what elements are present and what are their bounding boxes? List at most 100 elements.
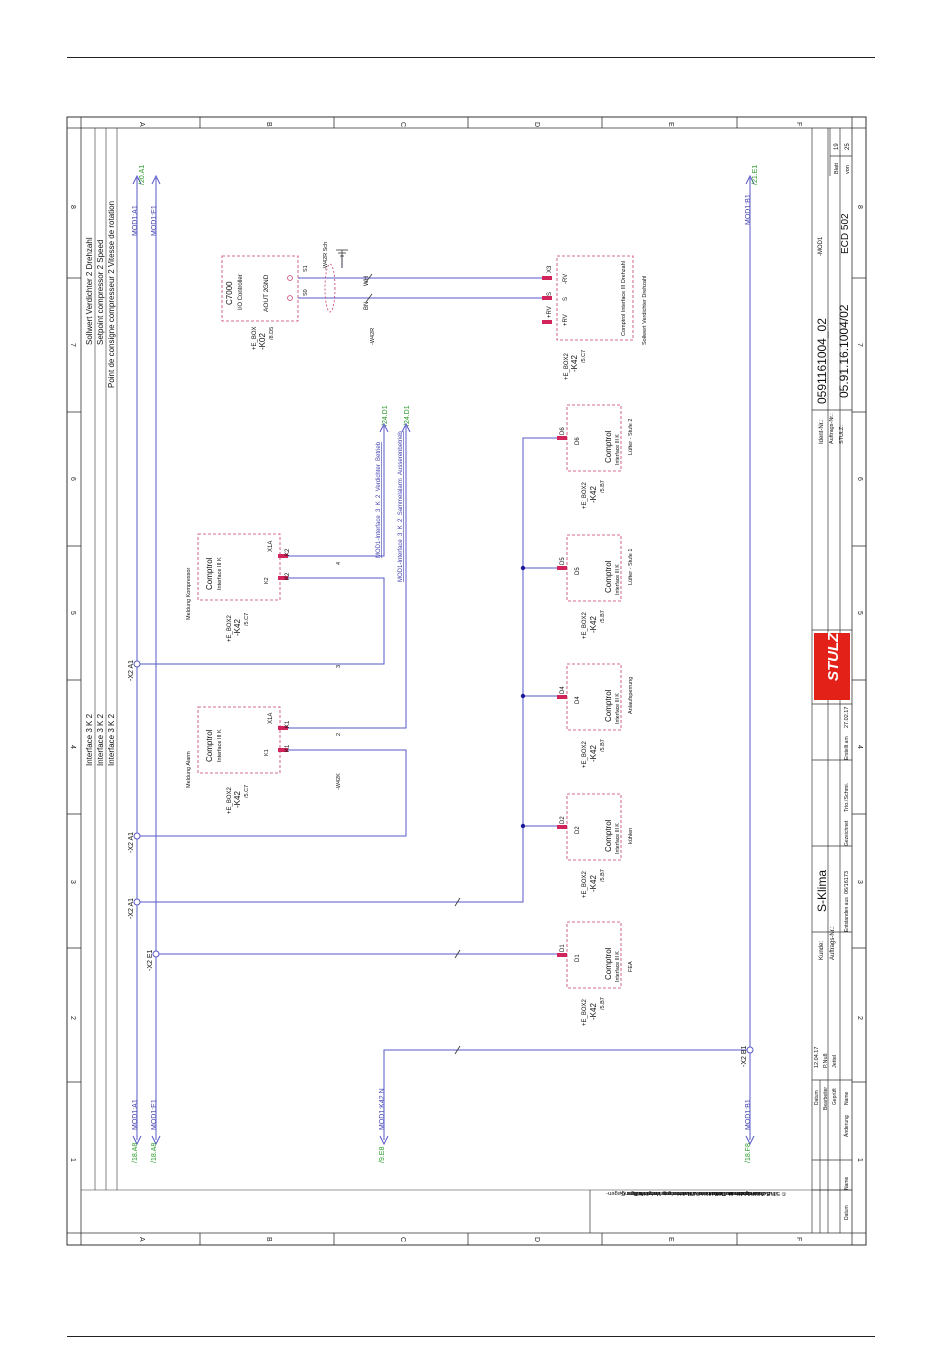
- stulz-logo: [814, 633, 850, 700]
- stulz-label: STULZ:: [839, 425, 845, 444]
- wire-mark-2: 2: [336, 733, 342, 736]
- row-number-3-right: 3: [856, 880, 863, 884]
- date-label: Datum: [814, 1090, 820, 1105]
- relay-wiring: [137, 426, 750, 1140]
- created-label: Erstellt am: [844, 736, 850, 760]
- terminal-circles[interactable]: [133, 660, 754, 1054]
- svg-text:Für dieses Dokument und den da: Für dieses Dokument und den darin darges…: [606, 1190, 754, 1196]
- row-number-5-left: 5: [69, 611, 76, 615]
- cable-w42r-label: -W42R: [370, 328, 376, 345]
- customer-name: S-Klima: [815, 870, 829, 912]
- setpoint-module-desc: Sollwert Verdichter Drehzahl: [642, 276, 648, 345]
- interface-text-3: Interface 3 K 2: [107, 713, 116, 766]
- editor-value: P.Nu8: [823, 1053, 829, 1068]
- ref-top-a1-label: MOD1:A1: [132, 205, 139, 236]
- setpoint-tag-ref: /5.C7: [581, 350, 587, 363]
- row-number-1-right: 1: [856, 1158, 863, 1162]
- setpoint-wires: [298, 255, 545, 299]
- relay-module-k2-box[interactable]: [197, 533, 281, 601]
- ref-verdichter-betrieb[interactable]: /24.D1: [382, 405, 389, 426]
- row-number-4-right: 4: [856, 745, 863, 749]
- d-module-d4-sub: Interface III K: [615, 693, 621, 724]
- col-letter-f-top: F: [795, 122, 802, 126]
- relay-k2-desc: Meldung Kompressor: [186, 568, 192, 620]
- potential-lines: [136, 178, 751, 1140]
- d-module-d4-tag-box: +E_BOX2: [582, 740, 588, 768]
- ref-bottom-a8-2[interactable]: /18.A8: [151, 1143, 158, 1163]
- d-module-d1-name: Comptrol: [604, 947, 613, 980]
- setpoint-label-rvpos: +RV: [563, 314, 569, 326]
- d-module-d6-tag-box: +E_BOX2: [582, 481, 588, 509]
- shield-label: -W42R Sch: [323, 242, 329, 270]
- d-module-d2-box[interactable]: [566, 793, 622, 861]
- c7000-tag-k02: -K02: [258, 333, 267, 350]
- d-module-d1-box[interactable]: [566, 921, 622, 989]
- date-label-bottom: Datum: [844, 1205, 850, 1220]
- mod-label: -MOD1: [818, 236, 824, 256]
- d-module-d1-tag-ref: /5.B7: [600, 997, 606, 1010]
- wire-mark-w42k: -W42K: [336, 773, 342, 790]
- d-module-d5-tag-ref: /5.B7: [600, 610, 606, 623]
- created-value: 27.02.17: [844, 707, 850, 728]
- von-label: von: [845, 165, 851, 174]
- d-module-d4-tag-ref: /5.B7: [600, 739, 606, 752]
- relay-k2-sub: Interface III K: [217, 557, 223, 590]
- ref-sammelalarm[interactable]: /24.D1: [404, 405, 411, 426]
- ref-bottom-a8-1[interactable]: /18.A8: [132, 1143, 139, 1163]
- header-lanes: [81, 128, 852, 1191]
- setpoint-module-box[interactable]: [556, 255, 634, 341]
- header-text-fr: Point de consigne compresseur 2 Vitesse …: [107, 201, 116, 388]
- ref-bottom-b1-label: MOD1:B1: [745, 1099, 752, 1130]
- d-module-d5-sub: Interface III K: [615, 564, 621, 595]
- d-module-d4-box[interactable]: [566, 663, 622, 731]
- d-module-d6-pin: [557, 436, 567, 440]
- relay-k1-tag-box: +E_BOX2: [227, 786, 233, 814]
- ref-top-a1[interactable]: /20.A1: [139, 165, 146, 185]
- d-module-d1-tag-box: +E_BOX2: [582, 998, 588, 1026]
- wire-slashes-setpoint: [365, 273, 373, 303]
- c7000-box[interactable]: [221, 255, 299, 322]
- d-module-d5-box[interactable]: [566, 534, 622, 602]
- drawing-frame: [66, 116, 867, 1246]
- origin-value: 06/16173: [844, 871, 850, 894]
- col-letter-a-bottom: A: [138, 1237, 145, 1242]
- row-number-7-right: 7: [856, 343, 863, 347]
- cable-shield: [324, 263, 336, 313]
- checked-value: Jettel: [832, 1055, 838, 1068]
- relay-k2-tag-k42: -K42: [233, 619, 242, 636]
- relay-k1-x: X1A: [268, 713, 274, 724]
- drawn-label: Gezeichnet: [844, 820, 850, 846]
- relay-module-k1-box[interactable]: [197, 706, 281, 774]
- order-label: Auftrags-Nr.:: [829, 413, 835, 444]
- d-module-d4-pin-label-inner: D4: [575, 696, 581, 704]
- col-letter-d-bottom: D: [533, 1237, 540, 1242]
- svg-text:stand behalten wir uns alle Re: stand behalten wir uns alle Rechte vor. …: [620, 1190, 762, 1196]
- c7000-terminal-gnd[interactable]: [287, 275, 293, 281]
- wire-bn-label: BN: [364, 302, 370, 310]
- copyright-note: Für dieses Dokument und den darin darges…: [606, 1190, 786, 1197]
- d-module-d2-tag-ref: /5.B7: [600, 869, 606, 882]
- ref-top-e1-label: MOD1:E1: [151, 205, 158, 236]
- c7000-terminal-aout2[interactable]: [287, 295, 293, 301]
- ident-label: Ident-Nr.:: [819, 419, 825, 444]
- relay-k2-x: X1A: [268, 541, 274, 552]
- d-module-d6-tag-k42: -K42: [589, 486, 598, 503]
- d-module-d1-pin-label-outer: D1: [560, 944, 566, 952]
- d-module-d6-box[interactable]: [566, 404, 622, 472]
- ref-bottom-e8[interactable]: /9.E8: [379, 1147, 386, 1163]
- setpoint-label-rvneg: -RV: [563, 274, 569, 284]
- ref-sammelalarm-label: MOD1-Interface_3_K_2_Sammelalarm_Aussere…: [398, 431, 404, 582]
- d-module-d2-sub: Interface III K: [615, 823, 621, 854]
- d-module-d6-desc: Lüfter - Stufe 2: [628, 419, 634, 455]
- date-value: 12.04.17: [814, 1047, 820, 1068]
- d-module-d2-pin-label-inner: D2: [575, 826, 581, 834]
- ref-top-b1[interactable]: /21.E1: [752, 165, 759, 185]
- setpoint-tag-box: +E_BOX2: [564, 352, 570, 380]
- row-number-1-left: 1: [69, 1158, 76, 1162]
- ref-bottom-f8[interactable]: /18.F8: [745, 1143, 752, 1163]
